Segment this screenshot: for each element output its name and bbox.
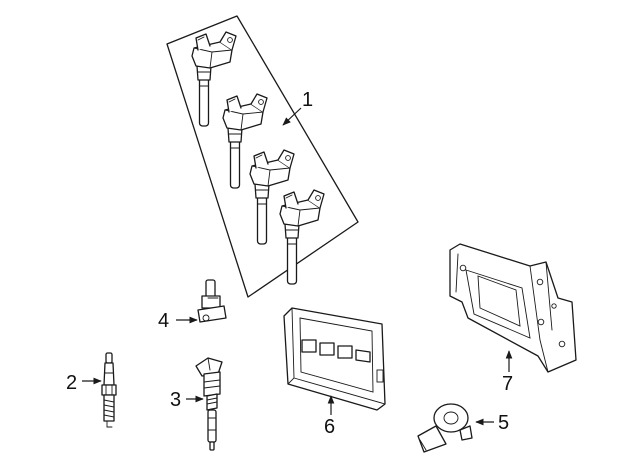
coil-set-outline	[166, 15, 359, 298]
callout-number-5: 5	[498, 412, 509, 434]
callout-number-3: 3	[170, 389, 181, 411]
callout-number-2: 2	[66, 372, 77, 394]
coil-set-group: 1	[166, 15, 359, 298]
knock-sensor-icon	[417, 403, 473, 453]
bracket-icon	[449, 243, 577, 373]
sensor-icon	[197, 279, 227, 323]
callout-number-6: 6	[324, 416, 335, 438]
callout-leader-1	[282, 107, 302, 126]
callout-number-1: 1	[302, 89, 313, 111]
ignition-coil-icon	[195, 357, 223, 451]
spark-plug-icon	[101, 352, 117, 428]
callout-number-7: 7	[502, 373, 513, 395]
callout-number-4: 4	[158, 310, 169, 332]
ecm-icon	[283, 307, 386, 411]
